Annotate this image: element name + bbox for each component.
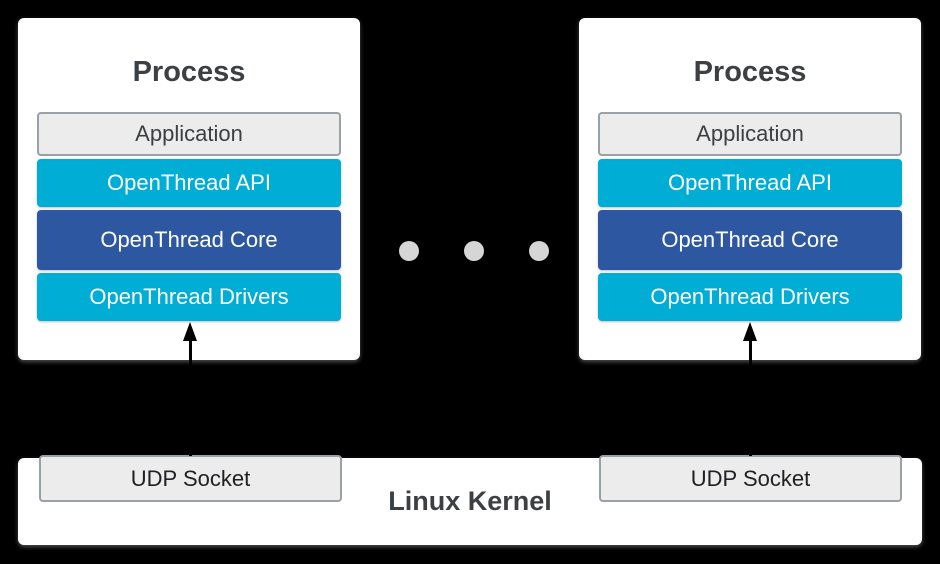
- ellipsis-dots: [399, 241, 549, 261]
- layer-openthread-api: OpenThread API: [598, 159, 902, 207]
- layer-openthread-drivers: OpenThread Drivers: [598, 273, 902, 321]
- kernel-label: Linux Kernel: [388, 486, 552, 516]
- ellipsis-dot: [464, 241, 484, 261]
- kernel-box: Linux Kernel UDP Socket UDP Socket: [18, 455, 922, 545]
- up-arrow-left: [183, 322, 197, 456]
- layer-application: Application: [37, 112, 341, 156]
- arrowhead-icon: [183, 322, 197, 341]
- layer-openthread-drivers: OpenThread Drivers: [37, 273, 341, 321]
- up-arrow-right: [743, 322, 757, 456]
- udp-socket-right: UDP Socket: [599, 455, 902, 502]
- process-box-right: Process Application OpenThread API OpenT…: [579, 18, 921, 360]
- ellipsis-dot: [529, 241, 549, 261]
- layer-openthread-core: OpenThread Core: [37, 210, 341, 270]
- process-box-left: Process Application OpenThread API OpenT…: [18, 18, 360, 360]
- process-title: Process: [132, 56, 246, 88]
- udp-socket-left: UDP Socket: [39, 455, 342, 502]
- layer-openthread-core: OpenThread Core: [598, 210, 902, 270]
- arrow-shaft: [748, 341, 752, 456]
- layer-application: Application: [598, 112, 902, 156]
- arrowhead-icon: [743, 322, 757, 341]
- ellipsis-dot: [399, 241, 419, 261]
- layer-openthread-api: OpenThread API: [37, 159, 341, 207]
- process-title: Process: [693, 56, 807, 88]
- arrow-shaft: [188, 341, 192, 456]
